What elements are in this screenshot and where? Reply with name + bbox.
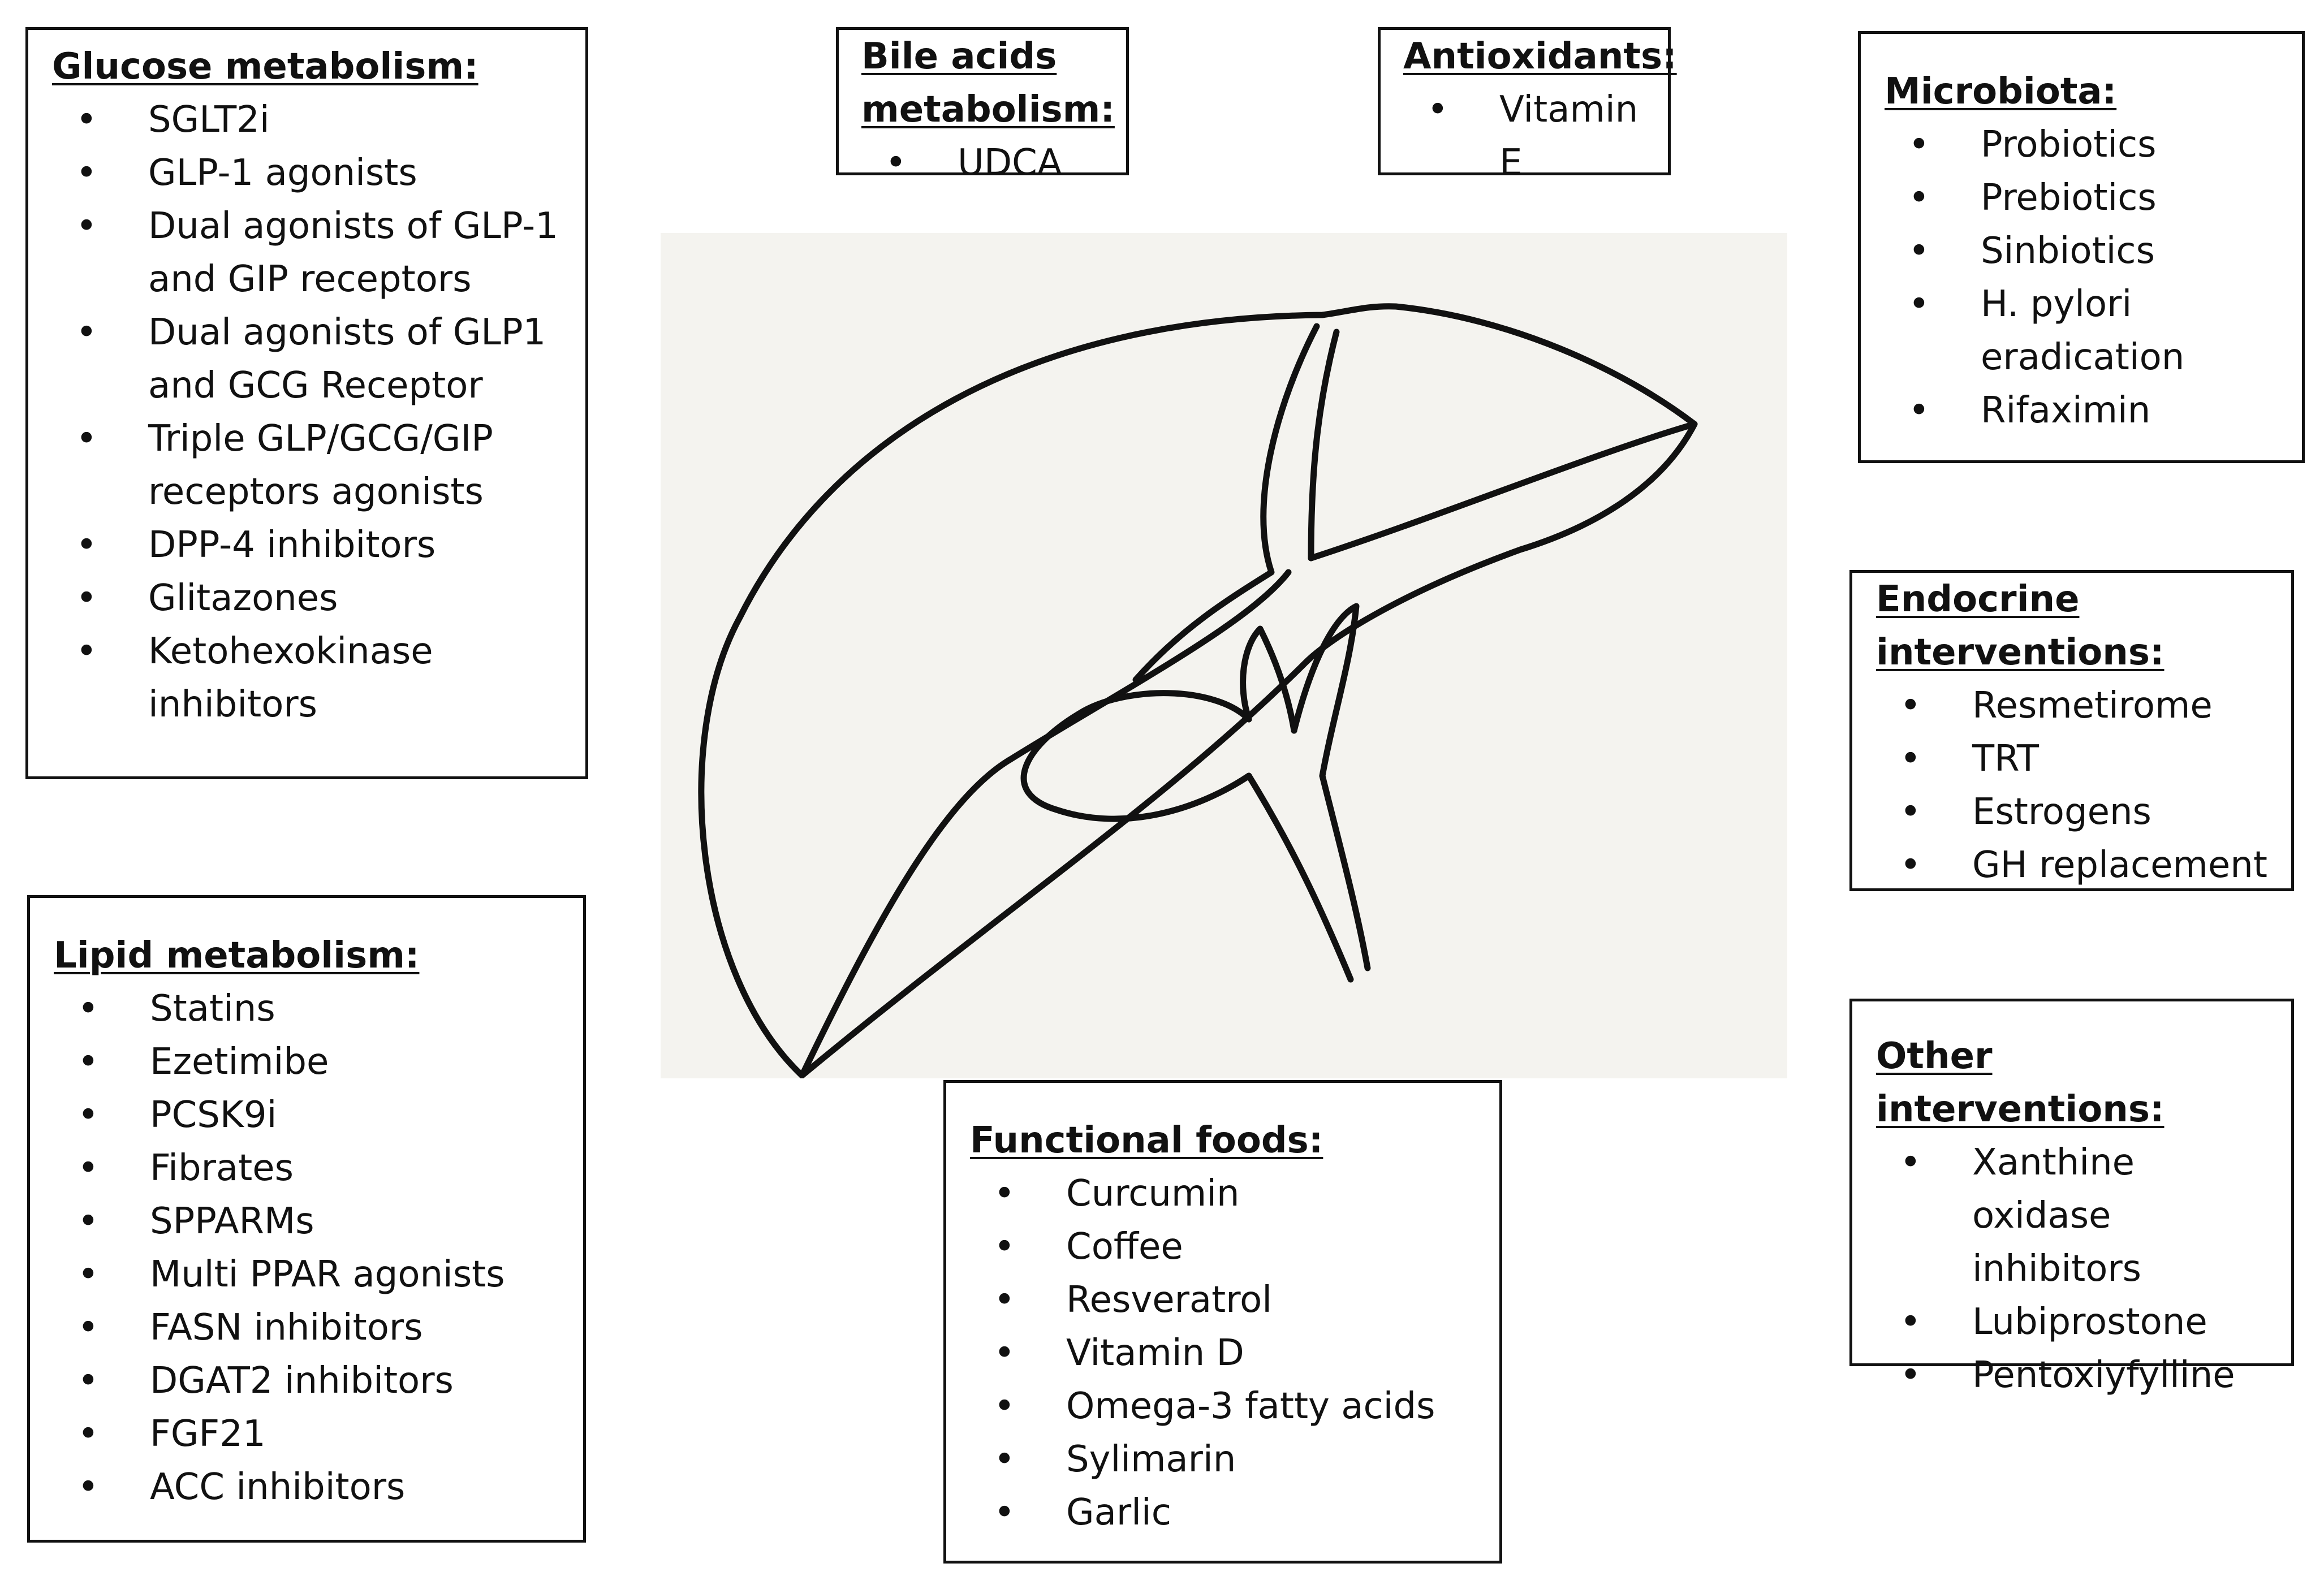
list-item: Prebiotics — [1885, 171, 2285, 224]
glucose-metabolism-list: SGLT2i GLP-1 agonists Dual agonists of G… — [52, 93, 563, 731]
list-item: Vitamin E — [1403, 83, 1657, 189]
microbiota-list: Probiotics Prebiotics Sinbiotics H. pylo… — [1885, 118, 2285, 437]
endocrine-box: Endocrine interventions: Resmetirome TRT… — [1849, 570, 2294, 892]
microbiota-box: Microbiota: Probiotics Prebiotics Sinbio… — [1858, 31, 2305, 463]
list-item: Ketohexokinase inhibitors — [52, 625, 563, 731]
list-item: Estrogens — [1876, 785, 2280, 839]
list-item: SGLT2i — [52, 93, 563, 146]
bile-acids-box: Bile acids metabolism: UDCA — [836, 27, 1129, 189]
bile-acids-list: UDCA — [861, 136, 1115, 189]
list-item: UDCA — [861, 136, 1115, 189]
liver-lower-contour — [799, 569, 1292, 1078]
portal-vessel-right — [1291, 603, 1360, 779]
list-item: Triple GLP/GCG/GIP receptors agonists — [52, 412, 563, 519]
list-item: FGF21 — [54, 1407, 566, 1461]
list-item: Vitamin D — [970, 1327, 1482, 1380]
list-item: GLP-1 agonists — [52, 146, 563, 200]
list-item: Omega-3 fatty acids — [970, 1380, 1482, 1433]
list-item: TRT — [1876, 732, 2280, 785]
endocrine-title: Endocrine interventions: — [1876, 578, 2165, 673]
liver-central-vessel-right — [1308, 329, 1340, 562]
list-item: H. pylori eradication — [1885, 278, 2285, 384]
list-item: DGAT2 inhibitors — [54, 1354, 566, 1407]
antioxidants-list: Vitamin E — [1403, 83, 1657, 189]
list-item: Rifaximin — [1885, 384, 2285, 437]
antioxidants-title: Antioxidants: — [1403, 36, 1677, 77]
list-item: Probiotics — [1885, 118, 2285, 171]
list-item: GH replacement — [1876, 839, 2280, 892]
list-item: Dual agonists of GLP1 and GCG Receptor — [52, 306, 563, 412]
endocrine-list: Resmetirome TRT Estrogens GH replacement — [1876, 679, 2280, 892]
liver-sketch-icon — [698, 303, 1698, 1078]
list-item: Fibrates — [54, 1142, 566, 1195]
liver-left-lobe-line — [1308, 421, 1698, 562]
list-item: Lubiprostone — [1876, 1295, 2280, 1349]
lipid-metabolism-box: Lipid metabolism: Statins Ezetimibe PCSK… — [27, 895, 586, 1543]
functional-foods-box: Functional foods: Curcumin Coffee Resver… — [943, 1080, 1502, 1564]
list-item: Multi PPAR agonists — [54, 1248, 566, 1301]
list-item: Xanthine oxidase inhibitors — [1876, 1136, 2280, 1295]
list-item: Ezetimibe — [54, 1035, 566, 1089]
list-item: ACC inhibitors — [54, 1461, 566, 1514]
liver-central-vessel — [1132, 323, 1320, 683]
liver-illustration-panel — [661, 233, 1787, 1078]
list-item: Curcumin — [970, 1167, 1482, 1220]
portal-vessel-left — [1240, 625, 1297, 734]
microbiota-title: Microbiota: — [1885, 71, 2117, 113]
antioxidants-box: Antioxidants: Vitamin E — [1378, 27, 1677, 184]
functional-foods-list: Curcumin Coffee Resveratrol Vitamin D Om… — [970, 1167, 1482, 1539]
other-interventions-title: Other interventions: — [1876, 1035, 2165, 1130]
list-item: Resmetirome — [1876, 679, 2280, 732]
list-item: Coffee — [970, 1220, 1482, 1273]
other-interventions-list: Xanthine oxidase inhibitors Lubiprostone… — [1876, 1136, 2280, 1402]
portal-vessel-stem — [1245, 772, 1371, 983]
glucose-metabolism-title: Glucose metabolism: — [52, 46, 478, 88]
other-interventions-box: Other interventions: Xanthine oxidase in… — [1849, 999, 2294, 1402]
bile-acids-title: Bile acids metabolism: — [861, 36, 1115, 131]
list-item: Sinbiotics — [1885, 224, 2285, 278]
lipid-metabolism-list: Statins Ezetimibe PCSK9i Fibrates SPPARM… — [54, 982, 566, 1514]
list-item: Pentoxiyfylline — [1876, 1349, 2280, 1402]
glucose-metabolism-box: Glucose metabolism: SGLT2i GLP-1 agonist… — [25, 27, 588, 779]
list-item: Garlic — [970, 1486, 1482, 1539]
functional-foods-title: Functional foods: — [970, 1120, 1323, 1161]
list-item: PCSK9i — [54, 1089, 566, 1142]
gallbladder — [1020, 690, 1252, 822]
list-item: SPPARMs — [54, 1195, 566, 1248]
list-item: Dual agonists of GLP-1 and GIP receptors — [52, 200, 563, 306]
list-item: DPP-4 inhibitors — [52, 519, 563, 572]
liver-outline — [698, 303, 1698, 1078]
list-item: Statins — [54, 982, 566, 1035]
lipid-metabolism-title: Lipid metabolism: — [54, 935, 420, 977]
list-item: Sylimarin — [970, 1433, 1482, 1486]
list-item: FASN inhibitors — [54, 1301, 566, 1354]
list-item: Glitazones — [52, 572, 563, 625]
list-item: Resveratrol — [970, 1273, 1482, 1327]
